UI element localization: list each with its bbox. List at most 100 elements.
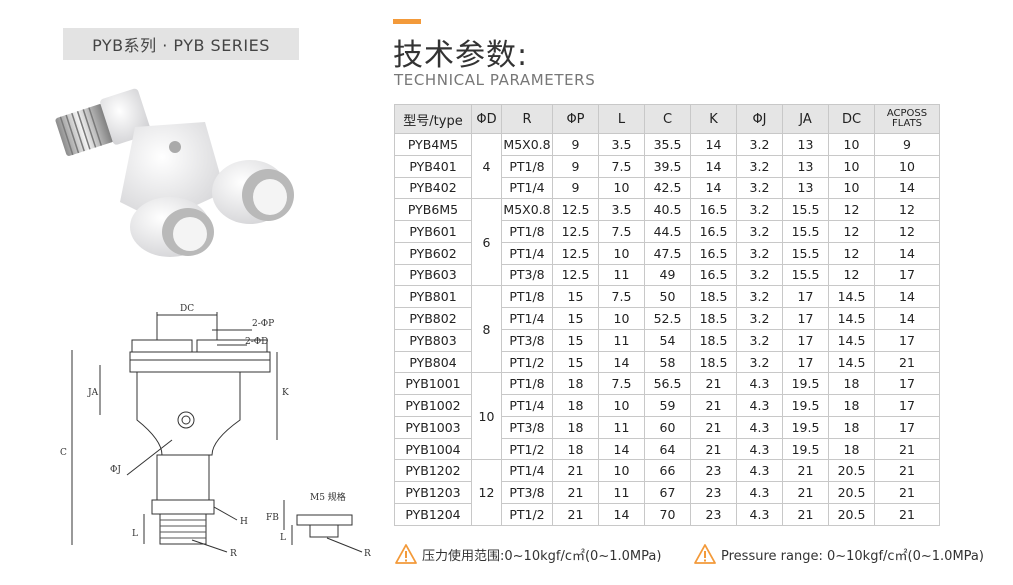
table-cell: 21 [782,459,829,483]
table-cell: 18 [552,415,599,439]
table-cell: 19.5 [782,415,829,439]
table-cell: 3.2 [736,133,783,156]
table-cell: 14 [690,133,737,156]
table-cell: 15 [552,350,599,374]
table-cell: 14.5 [828,285,875,309]
table-cell: 49 [644,263,691,287]
table-cell: PT1/4 [501,307,553,330]
table-cell: 14 [874,241,940,265]
table-cell: 14 [874,176,940,200]
header-cell: L [598,104,645,134]
table-cell: 42.5 [644,176,691,200]
table-cell: 12 [874,198,940,222]
table-cell: 16.5 [690,241,737,265]
table-cell: 18 [828,372,875,396]
table-cell: 21 [874,350,940,374]
table-cell: 3.2 [736,241,783,265]
table-cell: 20.5 [828,481,875,505]
table-cell: 14.5 [828,350,875,374]
header-cell: ΦD [471,104,502,134]
table-cell: PYB402 [394,176,472,200]
dim-r2: R [364,549,371,559]
table-cell: 21 [782,481,829,505]
table-cell: 4.3 [736,372,783,396]
header-cell: JA [782,104,829,134]
table-cell: PYB603 [394,263,472,287]
table-cell: 10 [598,459,645,483]
table-cell: M5X0.8 [501,198,553,222]
table-cell: 13 [782,176,829,200]
table-cell: 12.5 [552,241,599,265]
table-cell: 3.2 [736,350,783,374]
table-cell: 3.2 [736,154,783,178]
table-cell: PT1/8 [501,220,553,243]
table-cell: PT1/4 [501,241,553,265]
table-cell: PYB401 [394,154,472,178]
table-cell: 18.5 [690,285,737,309]
header-cell: R [501,104,553,134]
table-cell: 17 [782,328,829,352]
pressure-note-cn: 压力使用范围:0~10kgf/c㎡(0~1.0MPa) [395,544,661,564]
table-cell: 52.5 [644,307,691,330]
header-cell: ΦP [552,104,599,134]
table-cell: 18.5 [690,328,737,352]
table-cell: 21 [874,481,940,505]
table-cell: 9 [552,133,599,156]
table-cell: 15.5 [782,263,829,287]
table-cell: 54 [644,328,691,352]
diameter-cell: 10 [471,372,502,461]
table-cell: 12.5 [552,263,599,287]
table-cell: 20.5 [828,459,875,483]
table-cell: 9 [552,176,599,200]
diameter-cell: 12 [471,459,502,526]
table-cell: PT3/8 [501,415,553,439]
table-cell: 12 [828,263,875,287]
header-cell: C [644,104,691,134]
table-cell: PYB6M5 [394,198,472,222]
table-cell: 21 [690,437,737,461]
table-cell: 50 [644,285,691,309]
table-cell: 12.5 [552,220,599,243]
table-cell: 14.5 [828,328,875,352]
table-cell: 14 [874,285,940,309]
table-cell: 14 [598,437,645,461]
table-cell: 7.5 [598,220,645,243]
pressure-text-cn: 压力使用范围:0~10kgf/c㎡(0~1.0MPa) [422,548,662,564]
diameter-cell: 4 [471,132,502,200]
dim-h: H [240,517,248,527]
table-cell: PYB1004 [394,437,472,461]
table-cell: 10 [598,241,645,265]
table-cell: PT1/2 [501,437,553,461]
table-cell: PT1/2 [501,503,553,526]
table-cell: 20.5 [828,503,875,526]
table-cell: PT1/8 [501,372,553,396]
table-cell: 12.5 [552,198,599,222]
table-cell: PYB1002 [394,394,472,417]
table-cell: 12 [828,220,875,243]
dim-r: R [230,549,237,559]
table-cell: 67 [644,481,691,505]
table-cell: 18 [828,437,875,461]
header-cell: ΦJ [736,104,783,134]
warning-icon [395,544,417,564]
title-accent-bar [393,19,421,24]
table-cell: 10 [598,307,645,330]
table-cell: 17 [782,350,829,374]
table-cell: 17 [874,263,940,287]
table-cell: PT3/8 [501,328,553,352]
diameter-cell: 6 [471,198,502,287]
pressure-text-en: Pressure range: 0~10kgf/c㎡(0~1.0MPa) [721,548,984,564]
table-cell: PYB802 [394,307,472,330]
table-cell: 11 [598,263,645,287]
table-cell: 7.5 [598,372,645,396]
table-cell: 11 [598,415,645,439]
table-header-row: 型号/type ΦD R ΦP L C K ΦJ JA DC ACPOSS FL… [394,104,940,134]
product-photo [55,88,294,257]
table-cell: 18.5 [690,307,737,330]
